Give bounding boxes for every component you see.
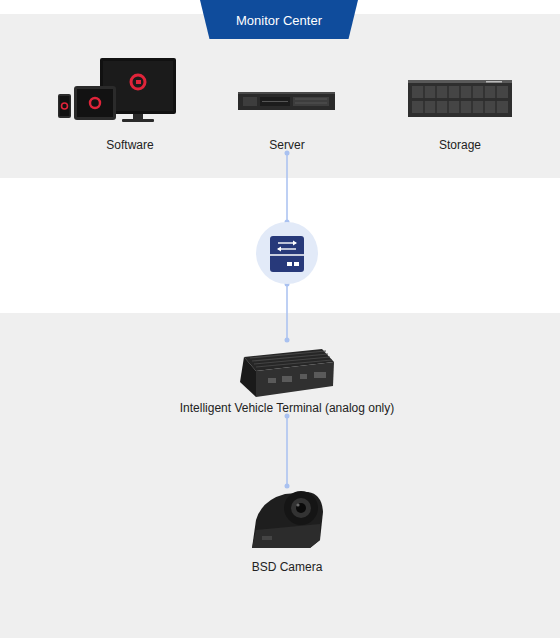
server-icon [238, 92, 335, 110]
software-icon [58, 58, 176, 122]
terminal-icon [240, 349, 334, 397]
node-caption: BSD Camera [207, 559, 367, 575]
connector-line [285, 414, 290, 489]
camera-icon [252, 491, 323, 548]
node-caption: Storage [400, 137, 520, 153]
node-caption: Software [55, 137, 205, 153]
storage-icon [408, 80, 512, 117]
section-heading: Monitor Center [200, 0, 358, 39]
switch-icon [256, 220, 318, 287]
